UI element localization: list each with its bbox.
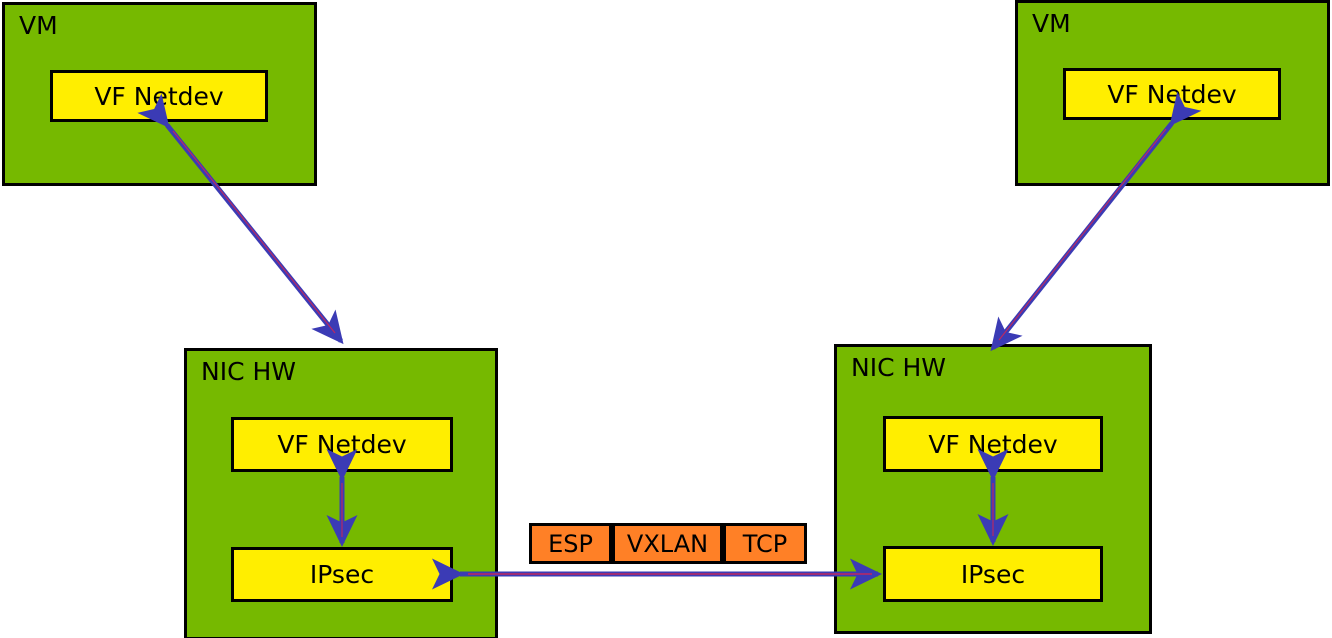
packet-header-esp-label: ESP [548,529,593,558]
left-vm-label: VM [19,11,58,40]
right-nic-ipsec-box[interactable]: IPsec [883,546,1103,602]
left-nic-ipsec-label: IPsec [309,560,375,589]
left-nic-vf-netdev-label: VF Netdev [277,430,407,459]
left-vm-vf-netdev-label: VF Netdev [94,81,224,111]
right-nic-ipsec-label: IPsec [960,559,1026,589]
packet-header-esp[interactable]: ESP [529,523,612,564]
packet-header-tcp-label: TCP [742,529,788,558]
packet-header-tcp[interactable]: TCP [723,523,807,564]
left-nic-ipsec-box[interactable]: IPsec [231,547,453,602]
right-nic-vf-netdev-label: VF Netdev [928,429,1058,459]
right-vm-label: VM [1032,9,1071,38]
left-nic-vf-netdev-box[interactable]: VF Netdev [231,417,453,472]
right-nic-vf-netdev-box[interactable]: VF Netdev [883,416,1103,472]
left-vm-vf-netdev-box[interactable]: VF Netdev [50,70,268,122]
right-nic-hw-label: NIC HW [851,353,946,382]
packet-header-vxlan-label: VXLAN [626,529,709,558]
packet-header-vxlan[interactable]: VXLAN [612,523,723,564]
left-nic-hw-label: NIC HW [201,357,296,386]
right-vm-vf-netdev-label: VF Netdev [1107,79,1237,109]
right-vm-vf-netdev-box[interactable]: VF Netdev [1063,68,1281,120]
